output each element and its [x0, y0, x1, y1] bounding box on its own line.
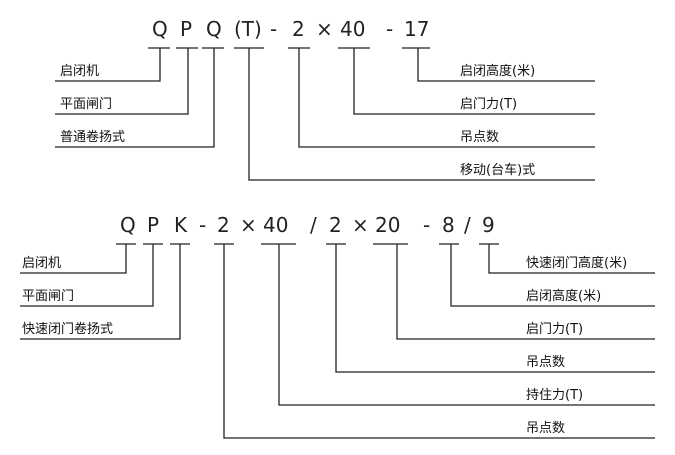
code-2-times-1: × [240, 213, 257, 237]
code-1-part-t: (T) [234, 17, 262, 41]
leader-1-right-3 [248, 48, 595, 181]
code-1-part-q1: Q [152, 17, 168, 41]
code-2-slash-1: / [310, 213, 317, 237]
leader-2-right-4 [278, 244, 655, 406]
code-2-part-2a: 2 [217, 213, 230, 237]
label-1-right-lift-points: 吊点数 [460, 130, 499, 145]
code-1-times: × [316, 17, 333, 41]
label-2-right-lift-points-b: 吊点数 [526, 421, 565, 436]
leader-2-left-0 [20, 244, 127, 274]
code-2-part-40: 40 [263, 213, 288, 237]
leader-2-right-1 [450, 244, 655, 307]
code-1-part-p: P [180, 17, 192, 41]
diagram-1: Q P Q (T) - 2 × 40 - 17 启闭机 平面闸门 普通卷扬式 启… [55, 17, 595, 181]
label-2-right-lift-force: 启门力(T) [526, 322, 583, 337]
leader-2-right-0 [488, 244, 655, 274]
leader-2-left-2 [20, 244, 181, 340]
leader-1-right-1 [353, 48, 595, 115]
label-2-right-lift-height: 启闭高度(米) [526, 288, 601, 304]
label-2-left-hoist: 启闭机 [22, 256, 61, 271]
leader-1-left-1 [55, 48, 189, 115]
leader-1-right-2 [298, 48, 595, 148]
leader-2-right-2 [396, 244, 655, 340]
leader-2-right-3 [335, 244, 655, 373]
code-1-dash-2: - [386, 17, 393, 41]
code-2-part-p: P [147, 213, 159, 237]
leader-1-left-0 [55, 48, 161, 82]
code-1-part-2: 2 [292, 17, 305, 41]
label-2-right-lift-points-a: 吊点数 [526, 355, 565, 370]
code-2-dash-2: - [423, 213, 430, 237]
leader-2-right-5 [223, 244, 655, 439]
label-2-right-fast-close-height: 快速闭门高度(米) [526, 255, 627, 271]
leader-1-left-2 [55, 48, 215, 148]
code-1-part-40: 40 [340, 17, 365, 41]
code-2-part-20: 20 [375, 213, 400, 237]
code-1-dash-1: - [270, 17, 277, 41]
label-1-left-winch: 普通卷扬式 [60, 129, 125, 145]
label-1-right-lift-height: 启闭高度(米) [460, 63, 535, 79]
code-2-part-8: 8 [442, 213, 455, 237]
code-2-part-q: Q [120, 213, 136, 237]
code-2-times-2: × [352, 213, 369, 237]
label-2-left-fast-winch: 快速闭门卷扬式 [22, 321, 113, 337]
code-2-slash-2: / [464, 213, 471, 237]
code-2-part-2b: 2 [329, 213, 342, 237]
leader-2-left-1 [20, 244, 154, 307]
label-2-left-gate: 平面闸门 [22, 289, 74, 304]
code-2-part-k: K [174, 213, 188, 237]
label-1-right-mobile: 移动(台车)式 [460, 162, 535, 178]
code-1-part-q2: Q [206, 17, 222, 41]
label-1-right-lift-force: 启门力(T) [460, 97, 517, 112]
code-1-part-17: 17 [404, 17, 429, 41]
label-1-left-hoist: 启闭机 [60, 64, 99, 79]
label-1-left-gate: 平面闸门 [60, 97, 112, 112]
code-2-part-9: 9 [482, 213, 495, 237]
leader-1-right-0 [417, 48, 595, 82]
diagram-2: Q P K - 2 × 40 / 2 × 20 - 8 / 9 [20, 213, 655, 439]
label-2-right-holding-force: 持住力(T) [526, 388, 583, 403]
code-2-dash-1: - [199, 213, 206, 237]
